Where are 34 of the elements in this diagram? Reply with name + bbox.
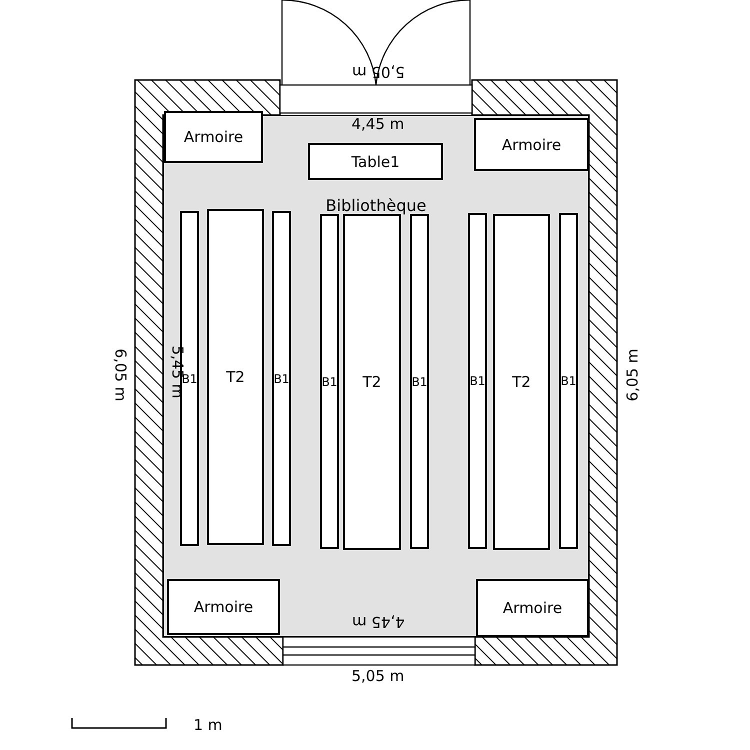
furniture-label: T2 xyxy=(512,373,531,391)
furniture-label: Armoire xyxy=(502,599,562,617)
table xyxy=(343,214,401,550)
furniture-label: Armoire xyxy=(502,136,562,154)
furniture-label: B1 xyxy=(412,374,428,388)
furniture-label: T2 xyxy=(362,373,382,391)
dimension-label: 6,05 m xyxy=(622,348,641,402)
furniture-box xyxy=(167,579,280,635)
dimension-label: 4,45 m xyxy=(352,115,404,133)
bench xyxy=(468,213,487,549)
bench xyxy=(410,214,429,549)
room-name: Bibliothèque xyxy=(324,196,428,215)
bench xyxy=(272,211,291,546)
furniture-box xyxy=(308,143,443,180)
furniture-label: Table1 xyxy=(351,152,400,170)
table xyxy=(493,214,550,550)
furniture-label: B1 xyxy=(470,374,486,388)
furniture-label: Armoire xyxy=(184,128,244,146)
dimension-label: 5,05 m xyxy=(352,667,404,685)
furniture-label: Armoire xyxy=(194,598,254,616)
dimension-label: 4,45 m xyxy=(352,613,404,631)
dimension-label: 6,05 m xyxy=(110,348,129,402)
furniture-label: B1 xyxy=(182,372,198,386)
furniture-label: B1 xyxy=(560,374,576,388)
furniture-label: B1 xyxy=(274,372,290,386)
table xyxy=(207,209,264,545)
furniture-box xyxy=(474,118,589,171)
furniture-box xyxy=(164,111,263,163)
furniture-box xyxy=(476,579,589,637)
furniture-label: T2 xyxy=(226,368,245,386)
scale-label: 1 m xyxy=(194,716,222,734)
furniture-label: B1 xyxy=(322,374,338,388)
bench xyxy=(320,214,339,549)
bench xyxy=(559,213,578,549)
